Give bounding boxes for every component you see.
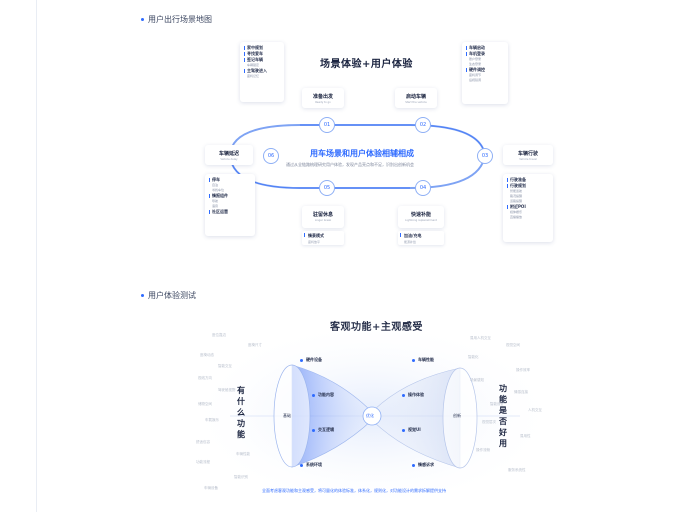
bullet-icon <box>141 294 144 297</box>
journey-main-title: 场景体验+用户体验 <box>320 59 413 70</box>
pill-scene-mode: 情景模式 座椅放平 <box>302 231 344 245</box>
stage-travel: 车辆行驶 Vehicle travel <box>503 145 553 165</box>
float-word: 易用性 <box>520 434 531 438</box>
float-word: 座椅尺寸 <box>248 343 262 347</box>
float-word: 车辆性能 <box>236 452 250 456</box>
float-word: 车载娱乐 <box>205 418 219 422</box>
dot-icon <box>402 393 405 397</box>
dot-icon <box>312 428 315 432</box>
stage-ready: 准备出发 Ready to go <box>302 88 344 108</box>
stage-recharge: 快速补能 Lightning replenishment <box>398 206 444 228</box>
float-word: 智能化 <box>468 355 479 359</box>
float-word: 智能交互 <box>218 364 232 368</box>
right-label-performance: 车辆性能 <box>412 357 434 363</box>
right-label-visual: 视觉UI <box>402 427 421 433</box>
float-word: 功能流程 <box>196 460 210 464</box>
journey-center-title: 用车场景和用户体验相辅相成 <box>310 149 414 158</box>
dot-icon <box>300 463 303 467</box>
float-word: 视觉空间 <box>506 343 520 347</box>
right-funnel-mouth <box>442 367 478 469</box>
section-title-ux-test: 用户体验测试 <box>141 290 196 301</box>
float-word: 智能设计 <box>490 402 504 406</box>
float-word: 舒适包容 <box>196 440 210 444</box>
stage-delay: 车辆延迟 Vehicle delay <box>205 145 253 165</box>
float-word: 易用人机交互 <box>470 336 491 340</box>
left-inner-label: 基础 <box>283 413 291 418</box>
node-01: 01 <box>319 117 335 133</box>
stage-rest: 驻留休息 Linger break <box>302 206 344 228</box>
float-word: 座椅动态 <box>200 353 214 357</box>
float-word: 操作效率 <box>516 368 530 372</box>
stage-start: 启动车辆 Start the vehicle <box>395 88 437 108</box>
node-06: 06 <box>263 148 279 164</box>
left-vertical-title: 有什么功能 <box>237 386 245 439</box>
center-label: 优化 <box>366 413 374 418</box>
float-word: 驾驶舱视野 <box>218 388 236 392</box>
card-prepare-steps: 家中规划 寻找爱车 签记车辆 车辆锁定 主驾驶进入 座椅记忆 <box>240 42 284 102</box>
card-travel-steps: 行驶准备 行驶规划 智能巡航 路况提醒 道路提醒 附近POI 媒体娱乐 直播播放 <box>503 174 553 242</box>
float-word: 储物空间 <box>198 402 212 406</box>
right-vertical-title: 功能是否好用 <box>499 384 507 448</box>
left-label-hardware: 硬件设备 <box>300 357 322 363</box>
pill-recharge: 加油/充电 能源补给 <box>398 231 444 245</box>
node-03: 03 <box>477 148 493 164</box>
float-word: 服务系统性 <box>508 468 526 472</box>
center-node <box>362 406 382 426</box>
float-word: 车辆设备 <box>204 486 218 490</box>
card-delay-steps: 停车 自泊 寻找车位 情报组件 导航 语音 社区运营 <box>205 174 255 236</box>
card-start-steps: 车辆启动 车机登录 账户登录 生态登录 硬件调控 座椅调节 后视镜调 <box>462 42 508 104</box>
left-divider <box>36 0 37 512</box>
right-inner-label: 创新 <box>453 413 461 418</box>
dot-icon <box>300 358 303 362</box>
float-word: 视线方向 <box>198 376 212 380</box>
right-label-emotion: 情感诉求 <box>412 462 434 468</box>
dot-icon <box>312 393 315 397</box>
test-footer-note: 全面考虑客观功能和主观感受，将可量化的体验标准，体系化，规则化，对功能设计的需求… <box>262 488 446 493</box>
node-02: 02 <box>415 117 431 133</box>
dot-icon <box>402 428 405 432</box>
left-label-system: 系统环境 <box>300 462 322 468</box>
left-funnel-mouth <box>273 364 311 468</box>
float-word: 人机交互 <box>528 408 542 412</box>
dot-icon <box>412 358 415 362</box>
journey-center-subtitle: 通过从全链路梳理研究用户体验，发现产品亮点和不足，识别出创新机会 <box>286 162 414 167</box>
dot-icon <box>412 463 415 467</box>
float-word: 操作流畅 <box>476 448 490 452</box>
float-word: 智能识别 <box>234 475 248 479</box>
float-word: 情感连接 <box>514 390 528 394</box>
float-word: 座位靠边 <box>212 333 226 337</box>
float-word: 视觉层次 <box>482 420 496 424</box>
float-word: 场景感知 <box>470 378 484 382</box>
section-title-scene-map: 用户出行场景地图 <box>141 14 212 25</box>
node-05: 05 <box>319 180 335 196</box>
bullet-icon <box>141 18 144 21</box>
right-label-operation: 操作体验 <box>402 392 424 398</box>
node-04: 04 <box>415 180 431 196</box>
left-label-content: 功能内容 <box>312 392 334 398</box>
left-label-interaction: 交互逻辑 <box>312 427 334 433</box>
